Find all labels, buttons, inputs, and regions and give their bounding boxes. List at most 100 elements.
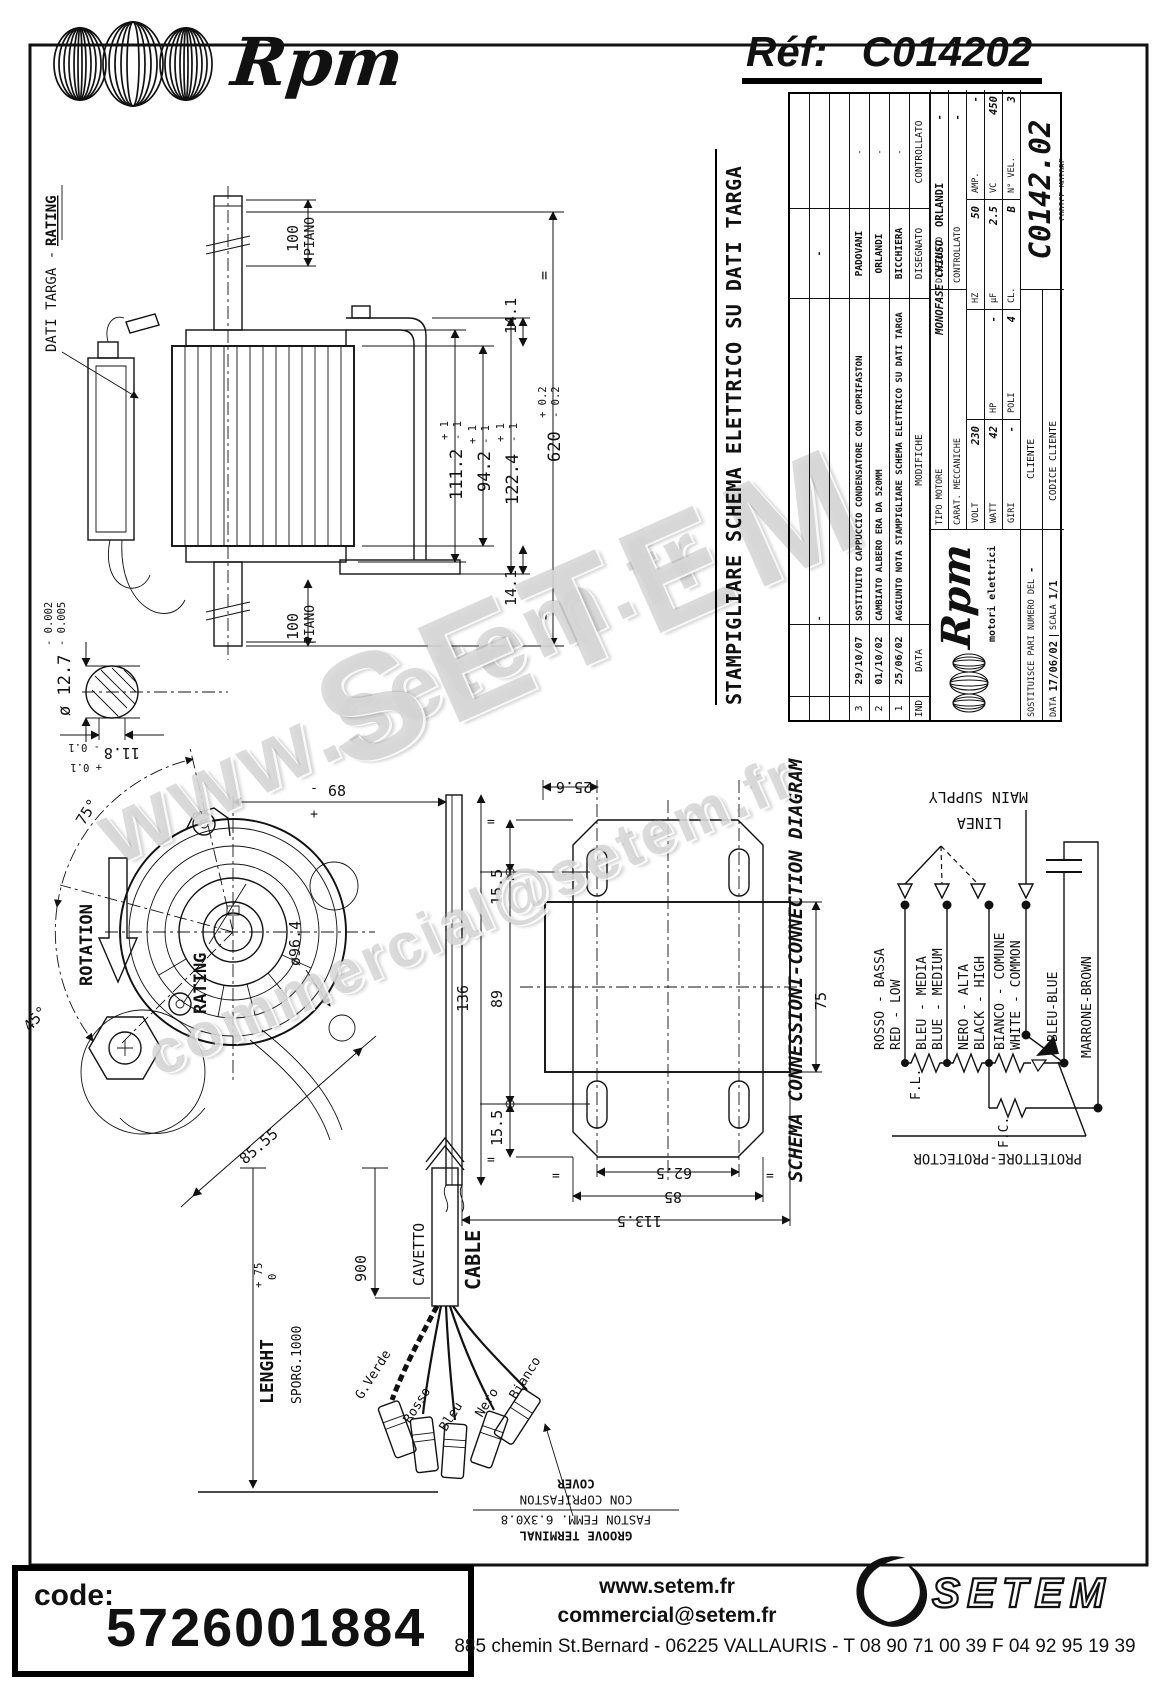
connection-diagram: SCHEMA CONNESSIONI-CONNECTION DIAGRAM MA… — [785, 758, 1103, 1182]
tol-122-plus: + 1 — [495, 423, 507, 442]
ref-label: Réf: — [746, 28, 828, 75]
eq-plate-top: = — [487, 815, 495, 830]
rev-mod: SOSTITUITO CAPPUCCIO CONDENSATORE CON CO… — [850, 298, 869, 624]
rev-header-data: DATA — [910, 624, 929, 696]
revision-row — [790, 94, 810, 720]
dim-85: 85 — [664, 1188, 682, 1206]
wire-label-red-low: RED - LOW — [889, 979, 904, 1050]
rev-header-controllato: CONTROLLATO — [914, 120, 925, 184]
rev-con: - — [894, 149, 905, 155]
data-label: DATA — [1048, 696, 1059, 717]
sheet-frame — [28, 43, 1149, 1567]
revision-row: 2 01/10/02 CAMBIATO ALBERO ERA DA 520MM … — [870, 94, 890, 720]
codice-motore-label: CODICE MOTORE — [1058, 158, 1064, 221]
wire-label-nero-alta: NERO - ALTA — [957, 964, 972, 1050]
watt-value: 42 — [987, 426, 1000, 439]
scala-value: 1/1 — [1047, 580, 1060, 600]
setem-logo: SETEM — [846, 1550, 1112, 1636]
volt-label: VOLT — [970, 502, 981, 523]
label-rating-top: RATING — [44, 195, 60, 246]
dim-dia-96-4: ø96.4 — [286, 921, 304, 966]
rev-dis — [790, 208, 809, 298]
hp-value: - — [987, 316, 1000, 323]
giri-label: GIRI — [1007, 502, 1017, 523]
giri-value: - — [1006, 426, 1018, 433]
dim-15-5-bottom: 15.5 — [488, 1110, 506, 1146]
label-fc: F.C. — [997, 1117, 1012, 1148]
wire-label-bianco-comune: BIANCO - COMUNE — [993, 933, 1008, 1050]
controllato-cell: CONTROLLATO — [948, 90, 966, 290]
hz-label: HZ — [970, 292, 981, 303]
rev-dis — [830, 208, 849, 298]
cable-detail: LENGHT + 75 0 SPORG.1000 900 CAVETTO CAB… — [198, 1136, 574, 1517]
disegnato-label: DISEGNATO — [934, 236, 945, 283]
rev-dis: BICCHIERA — [890, 208, 909, 298]
reference-number: Réf: C014202 — [742, 28, 1043, 84]
code-value: 5726001884 — [106, 1598, 427, 1658]
data-value: 17/06/02 — [1047, 640, 1060, 692]
disegnato-cell: DISEGNATO ORLANDI — [930, 90, 948, 290]
dim-25-6: 25.6 — [556, 778, 592, 796]
dim-68: 68 — [328, 782, 346, 800]
rev-date: 01/10/02 — [870, 624, 889, 696]
revision-row — [830, 94, 850, 720]
dim-85-55: 85.55 — [236, 1125, 282, 1168]
address-line: 885 chemin St.Bernard - 06225 VALLAURIS … — [454, 1636, 1136, 1657]
label-piano-bottom: PIANO — [303, 605, 318, 644]
code-label: code: — [34, 1579, 115, 1612]
dim-14-1-bottom: 14.1 — [502, 570, 520, 606]
tol-68-minus: - — [310, 781, 318, 796]
rpm-coils-icon — [53, 21, 213, 107]
wire-rosso: Rosso — [401, 1385, 434, 1426]
dim-11-8: 11.8 — [104, 744, 140, 762]
label-piano-top: PIANO — [303, 217, 318, 256]
wire-label-rosso-bassa: ROSSO - BASSA — [873, 948, 888, 1050]
rpm-logo: Rpm — [48, 16, 407, 108]
label-sporg: SPORG.1000 — [290, 1326, 305, 1404]
label-main-supply: MAIN SUPPLY — [929, 788, 1028, 806]
wire-label-bleu-media: BLEU - MEDIA — [915, 956, 930, 1050]
tol-68-plus: + — [310, 807, 318, 822]
dim-45-deg: 45° — [20, 1002, 52, 1034]
wire-label-black-high: BLACK - HIGH — [973, 956, 988, 1050]
carat-label: CARAT. MECCANICHE — [952, 438, 963, 525]
revision-table: - - 3 29/10/07 SOSTITUITO CAPPUCCIO COND… — [790, 94, 930, 720]
scala-label: SCALA — [1048, 604, 1059, 636]
cl-value: B — [1006, 206, 1018, 213]
tol-lenght-plus: + 75 — [253, 1263, 265, 1288]
label-rotation: ROTATION — [77, 904, 97, 986]
amp-label: AMP. — [970, 172, 981, 193]
email-link[interactable]: commercial@setem.fr — [557, 1604, 777, 1628]
rev-mod — [790, 298, 809, 624]
label-cable: CABLE — [461, 1230, 485, 1290]
tol-122-minus: - 1 — [508, 423, 520, 442]
dim-dia-12-7: ø 12.7 — [55, 655, 75, 716]
revision-row: 3 29/10/07 SOSTITUITO CAPPUCCIO CONDENSA… — [850, 94, 870, 720]
tol-94-plus: + 1 — [467, 425, 479, 444]
dim-89: 89 — [488, 990, 506, 1008]
rev-mod — [830, 298, 849, 624]
volt-value: 230 — [969, 426, 982, 445]
tol-620-minus: - 0.2 — [550, 386, 562, 418]
dim-lenght: LENGHT — [257, 1339, 278, 1404]
dim-122-4: 122.4 — [503, 454, 523, 505]
contact-block: www.setem.fr commercial@setem.fr — [512, 1572, 822, 1631]
dim-100-top: 100 — [284, 225, 302, 252]
dim-75-deg: 75° — [72, 796, 102, 829]
dim-75: 75 — [812, 992, 830, 1010]
rev-ind: 1 — [890, 696, 909, 720]
eq-625-left: = — [552, 1169, 560, 1184]
label-protettore: PROTETTORE-PROTECTOR — [913, 1150, 1082, 1166]
rev-ind: 2 — [870, 696, 889, 720]
cliente-label: CLIENTE — [1026, 438, 1037, 479]
dim-94-2: 94.2 — [475, 451, 495, 492]
website-link[interactable]: www.setem.fr — [599, 1575, 735, 1598]
rev-header-modifiche: MODIFICHE — [910, 298, 929, 624]
setem-logo-text: SETEM — [931, 1568, 1112, 1617]
note-groove-terminal: GROOVE TERMINAL — [519, 1528, 633, 1544]
rev-dis: ORLANDI — [870, 208, 889, 298]
tol-94-minus: - 1 — [480, 425, 492, 444]
data-scala-cell: DATA 17/06/02 SCALA 1/1 — [1042, 530, 1064, 720]
uf-label: µF — [988, 292, 999, 303]
